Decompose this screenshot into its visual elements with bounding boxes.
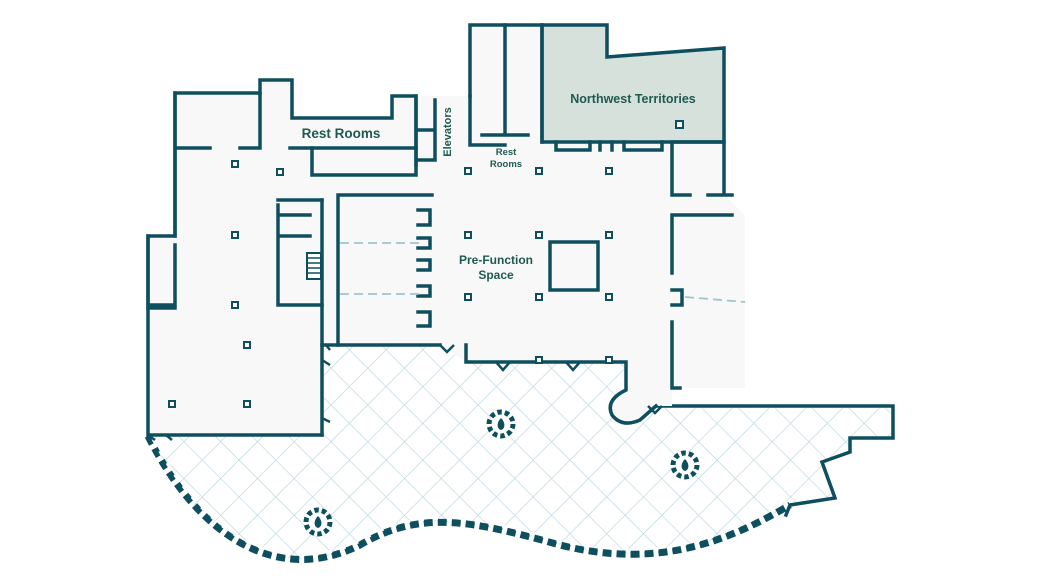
service-corridor	[276, 198, 324, 307]
label-pre-function-1: Pre-Function	[459, 253, 533, 267]
airwall-3	[684, 296, 746, 303]
label-rest-rooms-small-1: Rest	[496, 147, 517, 158]
terrace-door-marks	[147, 344, 663, 442]
planter-icon	[670, 450, 700, 480]
columns	[168, 120, 684, 408]
terrace-railing	[144, 434, 792, 563]
label-northwest-territories[interactable]: Northwest Territories	[570, 92, 696, 106]
label-elevators: Elevators	[442, 107, 454, 157]
label-rest-rooms: Rest Rooms	[302, 126, 381, 141]
elevator-walls	[468, 23, 544, 147]
central-atrium	[548, 240, 600, 292]
right-rooms-walls	[670, 140, 734, 390]
label-rest-rooms-small-2: Rooms	[490, 159, 522, 170]
terrace-wall-right	[654, 404, 895, 518]
prefunction-bottom-wall	[320, 343, 659, 425]
northwest-doors	[554, 140, 664, 152]
outer-wall-left-wing	[146, 234, 177, 307]
left-ballroom	[146, 198, 324, 437]
stairs-icon	[306, 252, 322, 280]
planter-icon	[303, 507, 333, 537]
terrace	[148, 345, 893, 560]
label-pre-function-2: Space	[478, 268, 514, 282]
left-hall-walls	[173, 91, 418, 238]
restrooms-walls	[310, 94, 437, 177]
outer-wall-upper	[468, 23, 544, 98]
meeting-room-west	[336, 193, 434, 347]
planter-icon	[486, 409, 516, 439]
room-northwest-territories[interactable]	[540, 23, 726, 144]
